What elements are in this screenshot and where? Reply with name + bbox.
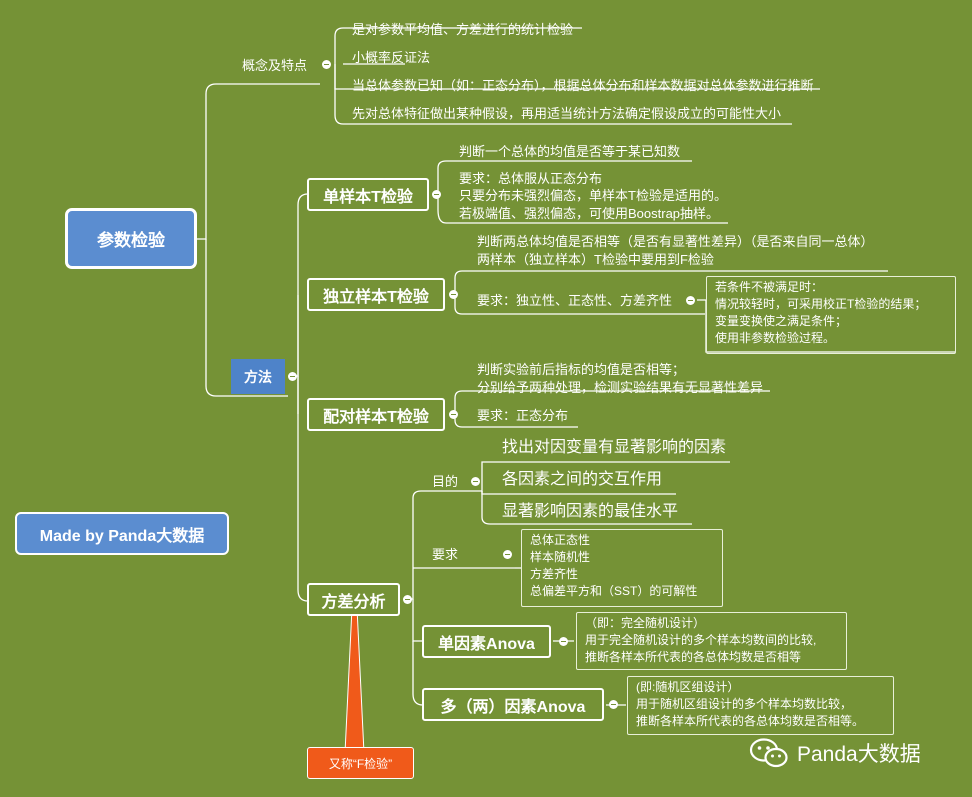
anova-purpose-item: 显著影响因素的最佳水平	[502, 503, 679, 520]
one-sample-collapse-toggle[interactable]	[432, 190, 441, 199]
fallback-line: 使用非参数检验过程。	[715, 331, 836, 345]
one-way-note-line: 用于完全随机设计的多个样本均数间的比较,	[585, 633, 817, 647]
multi-way-note-line: 推断各样本所代表的各总体均数是否相等。	[636, 714, 865, 728]
independent-t-test-node[interactable]: 独立样本T检验	[307, 278, 445, 311]
paired-desc-line: 判断实验前后指标的均值是否相等；	[477, 362, 686, 377]
one-way-note-line: 推断各样本所代表的各总体均数是否相等	[585, 650, 802, 664]
multi-way-note-line: (即:随机区组设计）	[636, 680, 740, 694]
anova-collapse-toggle[interactable]	[403, 595, 412, 604]
author-badge: Made by Panda大数据	[15, 512, 229, 555]
watermark: Panda大数据	[749, 738, 921, 768]
f-test-callout: 又称“F检验”	[307, 747, 414, 779]
method-collapse-toggle[interactable]	[288, 372, 297, 381]
one-sample-req-line: 若极端值、强烈偏态，可使用Boostrap抽样。	[459, 206, 720, 221]
anova-req-label: 要求	[432, 547, 459, 562]
anova-req-item: 样本随机性	[530, 550, 591, 564]
one-way-collapse-toggle[interactable]	[559, 637, 568, 646]
one-sample-req-line: 要求：总体服从正态分布	[459, 171, 603, 186]
multi-way-anova-note: (即:随机区组设计） 用于随机区组设计的多个样本均数比较， 推断各样本所代表的各…	[627, 676, 894, 735]
concept-item: 当总体参数已知（如：正态分布），根据总体分布和样本数据对总体参数进行推断	[352, 78, 814, 93]
multi-way-collapse-toggle[interactable]	[609, 700, 618, 709]
method-tag[interactable]: 方法	[231, 359, 285, 394]
anova-req-item: 总偏差平方和（SST）的可解性	[530, 584, 698, 598]
fallback-line: 若条件不被满足时：	[715, 280, 824, 294]
concept-item: 先对总体特征做出某种假设，再用适当统计方法确定假设成立的可能性大小	[352, 106, 782, 121]
independent-fallback-note: 若条件不被满足时： 情况较轻时，可采用校正T检验的结果； 变量变换使之满足条件；…	[706, 276, 956, 354]
anova-req-note: 总体正态性 样本随机性 方差齐性 总偏差平方和（SST）的可解性	[521, 529, 723, 607]
paired-req: 要求：正态分布	[477, 408, 569, 423]
independent-req-collapse-toggle[interactable]	[686, 296, 695, 305]
callout-pointer	[344, 607, 365, 754]
one-sample-t-test-node[interactable]: 单样本T检验	[307, 178, 429, 211]
anova-req-item: 总体正态性	[530, 533, 591, 547]
one-way-anova-note: （即：完全随机设计） 用于完全随机设计的多个样本均数间的比较, 推断各样本所代表…	[576, 612, 847, 670]
fallback-line: 变量变换使之满足条件；	[715, 314, 848, 328]
anova-purpose-item: 各因素之间的交互作用	[502, 471, 663, 488]
one-way-note-line: （即：完全随机设计）	[585, 616, 706, 630]
paired-desc-line: 分别给予两种处理，检测实验结果有无显著性差异	[477, 380, 764, 395]
anova-purpose-collapse-toggle[interactable]	[471, 477, 480, 486]
anova-req-item: 方差齐性	[530, 567, 579, 581]
concept-item: 是对参数平均值、方差进行的统计检验	[352, 22, 574, 37]
independent-collapse-toggle[interactable]	[449, 290, 458, 299]
one-way-anova-node[interactable]: 单因素Anova	[422, 625, 551, 658]
independent-desc-line: 判断两总体均值是否相等（是否有显著性差异）（是否来自同一总体）	[477, 234, 874, 249]
paired-t-test-node[interactable]: 配对样本T检验	[307, 398, 445, 431]
anova-purpose-item: 找出对因变量有显著影响的因素	[502, 439, 727, 456]
anova-node[interactable]: 方差分析	[307, 583, 400, 616]
anova-req-collapse-toggle[interactable]	[503, 550, 512, 559]
independent-req: 要求：独立性、正态性、方差齐性	[477, 293, 673, 308]
independent-desc-line: 两样本（独立样本）T检验中要用到F检验	[477, 252, 714, 267]
one-sample-desc: 判断一个总体的均值是否等于某已知数	[459, 144, 681, 159]
wechat-icon	[749, 738, 788, 768]
multi-way-note-line: 用于随机区组设计的多个样本均数比较，	[636, 697, 853, 711]
multi-way-anova-node[interactable]: 多（两）因素Anova	[422, 688, 604, 721]
root-node[interactable]: 参数检验	[65, 208, 197, 269]
watermark-text: Panda大数据	[797, 743, 921, 766]
concept-item: 小概率反证法	[352, 50, 431, 65]
paired-collapse-toggle[interactable]	[449, 410, 458, 419]
concept-collapse-toggle[interactable]	[322, 60, 331, 69]
fallback-line: 情况较轻时，可采用校正T检验的结果；	[715, 297, 927, 311]
anova-purpose-label: 目的	[432, 474, 459, 489]
concept-label: 概念及特点	[242, 58, 308, 73]
one-sample-req-line: 只要分布未强烈偏态，单样本T检验是适用的。	[459, 188, 727, 203]
